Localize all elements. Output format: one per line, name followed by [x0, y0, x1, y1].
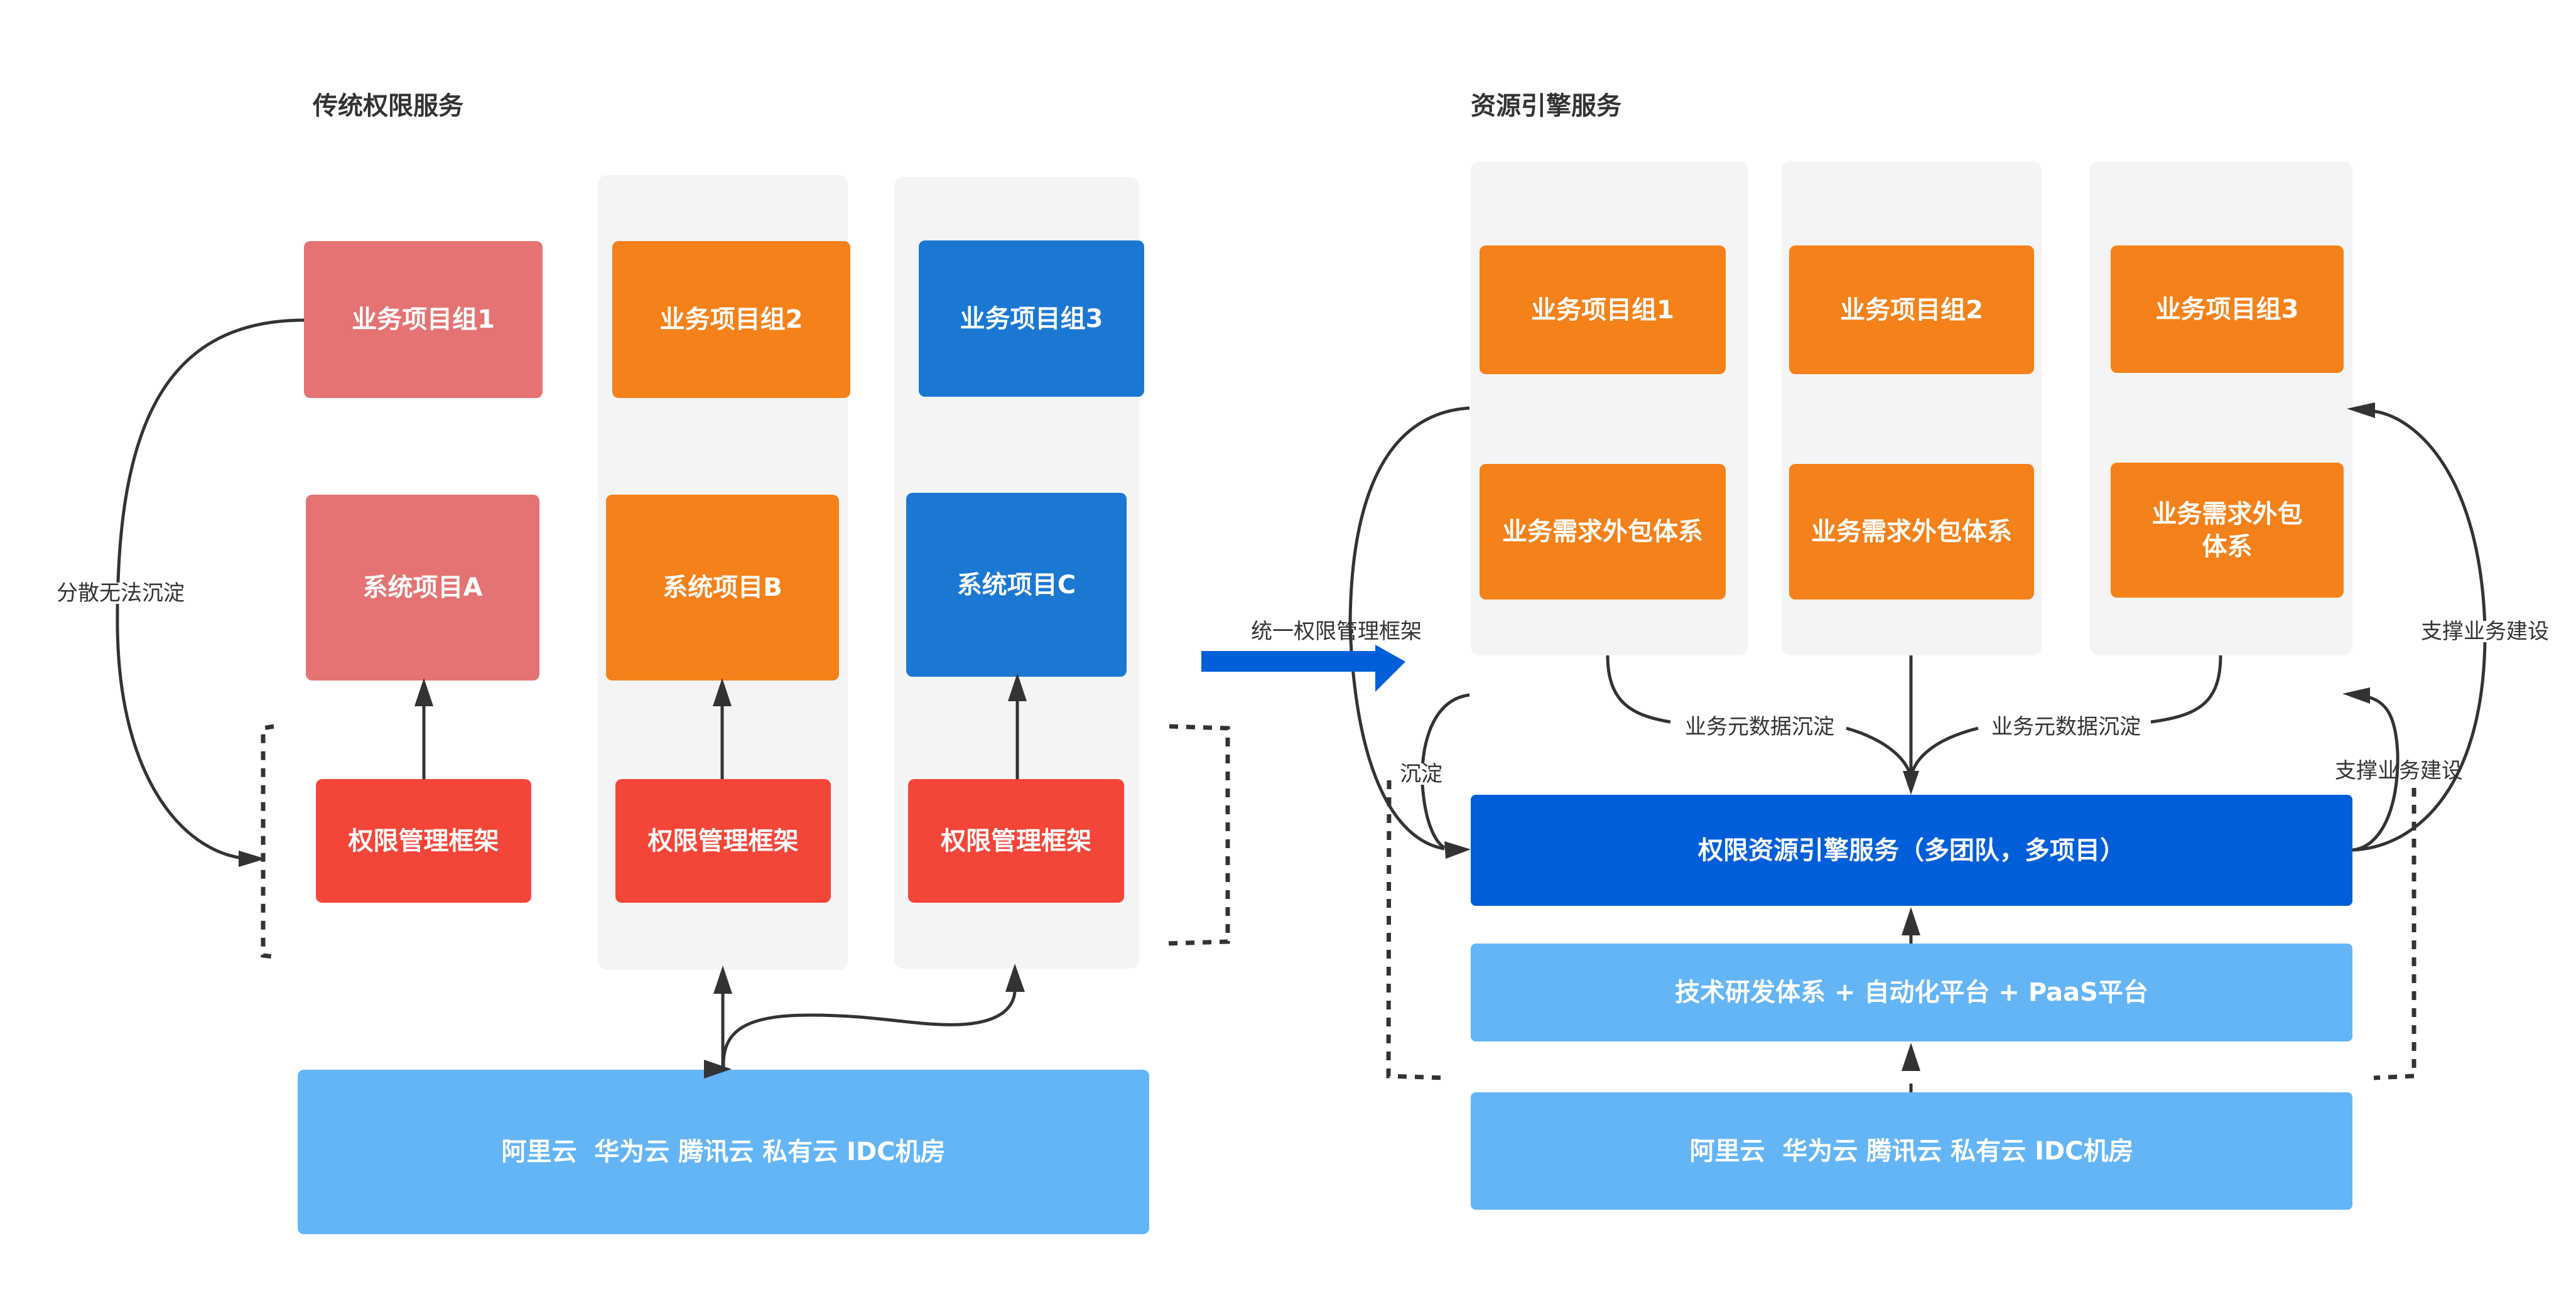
arrowhead-column-3: [1005, 964, 1025, 992]
support-label-outer: 支撑业务建设: [2420, 619, 2550, 644]
right-business-group-1[interactable]: 业务项目组1: [1480, 245, 1726, 374]
left-system-project-a[interactable]: 系统项目A: [306, 495, 539, 681]
cloud-to-column-3: [722, 991, 1017, 1068]
left-system-project-b[interactable]: 系统项目B: [606, 495, 839, 681]
settle-outer-arc: [1348, 406, 1470, 851]
right-section-title: 资源引擎服务: [1471, 92, 1621, 121]
right-dotted-bracket-left: [1386, 780, 1445, 1080]
arrowhead-system-a: [414, 678, 433, 706]
left-system-project-c[interactable]: 系统项目C: [906, 493, 1127, 677]
scattered-label: 分散无法沉淀: [55, 581, 186, 606]
arrowhead-system-b: [713, 678, 732, 706]
left-permission-framework-b[interactable]: 权限管理框架: [615, 779, 831, 903]
right-business-group-2[interactable]: 业务项目组2: [1789, 245, 2034, 374]
support-label-inner: 支撑业务建设: [2335, 758, 2463, 783]
right-infrastructure-box[interactable]: 阿里云 华为云 腾讯云 私有云 IDC机房: [1471, 1092, 2352, 1210]
left-permission-framework-a[interactable]: 权限管理框架: [316, 779, 531, 903]
right-outsourcing-2[interactable]: 业务需求外包体系: [1789, 464, 2034, 600]
settle-label: 沉淀: [1399, 761, 1444, 787]
left-business-group-3[interactable]: 业务项目组3: [919, 240, 1144, 397]
left-business-group-2[interactable]: 业务项目组2: [612, 241, 850, 398]
arrowhead-scattered: [239, 851, 266, 867]
arrowhead-settle: [1444, 841, 1471, 859]
left-dotted-bracket-left: [261, 724, 274, 959]
permission-resource-engine-box[interactable]: 权限资源引擎服务（多团队，多项目）: [1471, 795, 2352, 906]
transition-arrow: [1201, 645, 1405, 692]
arrowhead-metadata: [1903, 771, 1919, 795]
platform-box[interactable]: 技术研发体系 + 自动化平台 + PaaS平台: [1471, 944, 2352, 1041]
left-section-title: 传统权限服务: [313, 92, 463, 121]
right-outsourcing-1[interactable]: 业务需求外包体系: [1480, 464, 1726, 600]
support-inner-arc: [2352, 695, 2400, 852]
metadata-label-right: 业务元数据沉淀: [1990, 714, 2142, 740]
metadata-label-left: 业务元数据沉淀: [1684, 714, 1836, 740]
left-business-group-1[interactable]: 业务项目组1: [304, 241, 543, 398]
arrowhead-support-outer: [2347, 402, 2375, 418]
right-business-group-3[interactable]: 业务项目组3: [2111, 245, 2344, 373]
transition-label: 统一权限管理框架: [1251, 619, 1422, 644]
arrowhead-system-c: [1008, 673, 1027, 701]
right-outsourcing-3[interactable]: 业务需求外包体系: [2111, 463, 2344, 598]
left-dotted-bracket-right: [1165, 724, 1230, 946]
left-infrastructure-box[interactable]: 阿里云 华为云 腾讯云 私有云 IDC机房: [298, 1070, 1149, 1234]
arrowhead-cloud: [704, 1060, 732, 1079]
arrowhead-column-2: [713, 966, 732, 994]
arrowhead-support-inner: [2342, 687, 2370, 704]
right-dotted-bracket-right: [2373, 788, 2416, 1080]
arrowhead-platform: [1902, 1043, 1920, 1071]
arrowhead-engine: [1902, 907, 1920, 935]
left-permission-framework-c[interactable]: 权限管理框架: [908, 779, 1124, 903]
